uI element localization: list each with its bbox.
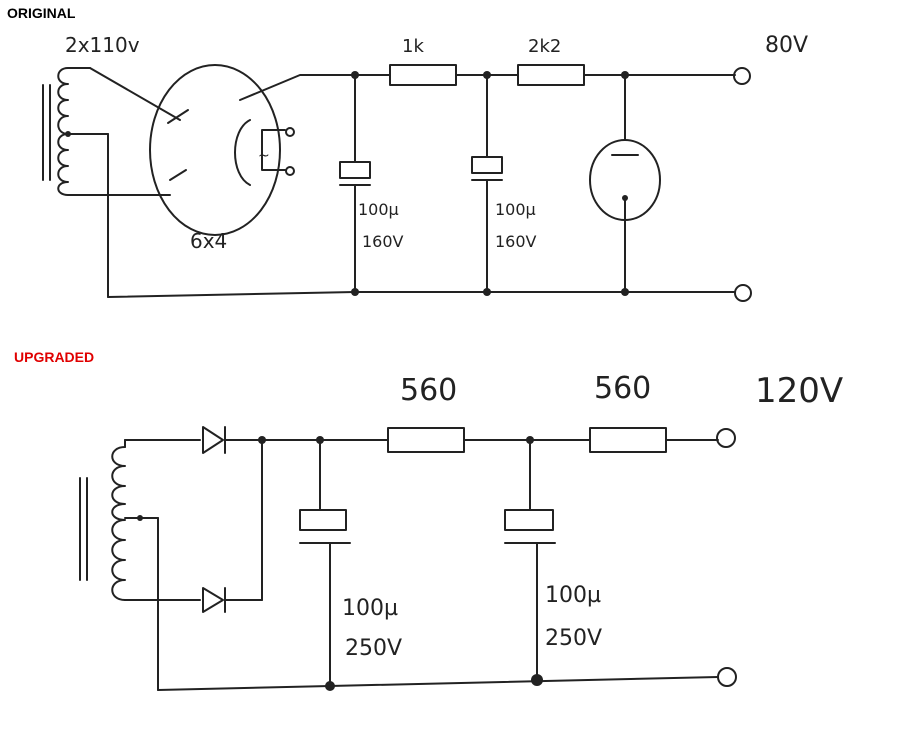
- original-regulator-tube: [589, 74, 661, 293]
- upgraded-section-label: UPGRADED: [14, 349, 95, 365]
- transformer-label: 2x110v: [65, 33, 140, 57]
- upgraded-output-label: 120V: [755, 371, 843, 411]
- original-transformer-coil: [57, 67, 91, 196]
- original-output-terminal-plus[interactable]: [733, 67, 751, 85]
- upgraded-r1-label: 560: [400, 373, 457, 408]
- original-capacitor-1: [339, 74, 371, 293]
- original-resistor-2k2: [517, 64, 585, 86]
- original-r1-label: 1k: [402, 36, 424, 57]
- original-coil-tap-node: [65, 131, 71, 137]
- original-output-terminal-minus[interactable]: [734, 284, 752, 302]
- original-r2-label: 2k2: [528, 36, 561, 57]
- upgraded-c1-voltage: 250V: [345, 636, 402, 661]
- upgraded-capacitor-1: [299, 439, 351, 687]
- upgraded-resistor-1: [387, 427, 465, 453]
- original-c1-value: 100µ: [358, 200, 399, 219]
- original-c2-value: 100µ: [495, 200, 536, 219]
- upgraded-c2-voltage: 250V: [545, 626, 602, 651]
- upgraded-output-terminal-plus[interactable]: [716, 428, 736, 448]
- original-rectifier-tube: ~: [149, 64, 295, 236]
- upgraded-transformer-coil: [111, 439, 126, 601]
- original-capacitor-2: [471, 74, 503, 293]
- original-schematic: ~ 6x4 2x110v 1k 2k2 80V 100µ 160V: [42, 33, 808, 302]
- upgraded-diode-1: [202, 426, 226, 454]
- upgraded-c1-value: 100µ: [342, 596, 398, 621]
- original-c2-voltage: 160V: [495, 232, 537, 251]
- upgraded-schematic: 560 560 120V 100µ 250V 100µ 250V: [79, 371, 843, 691]
- upgraded-r2-label: 560: [594, 371, 651, 406]
- upgraded-capacitor-2: [504, 439, 556, 681]
- upgraded-resistor-2: [589, 427, 667, 453]
- original-resistor-1k: [389, 64, 457, 86]
- svg-text:~: ~: [258, 148, 270, 164]
- original-transformer-core: [42, 84, 51, 181]
- original-output-label: 80V: [765, 33, 808, 58]
- original-section-label: ORIGINAL: [7, 5, 76, 21]
- upgraded-c2-value: 100µ: [545, 583, 601, 608]
- upgraded-output-terminal-minus[interactable]: [717, 667, 737, 687]
- upgraded-transformer-core: [79, 477, 88, 581]
- upgraded-diode-2: [202, 587, 226, 613]
- original-c1-voltage: 160V: [362, 232, 404, 251]
- tube-label: 6x4: [190, 229, 227, 253]
